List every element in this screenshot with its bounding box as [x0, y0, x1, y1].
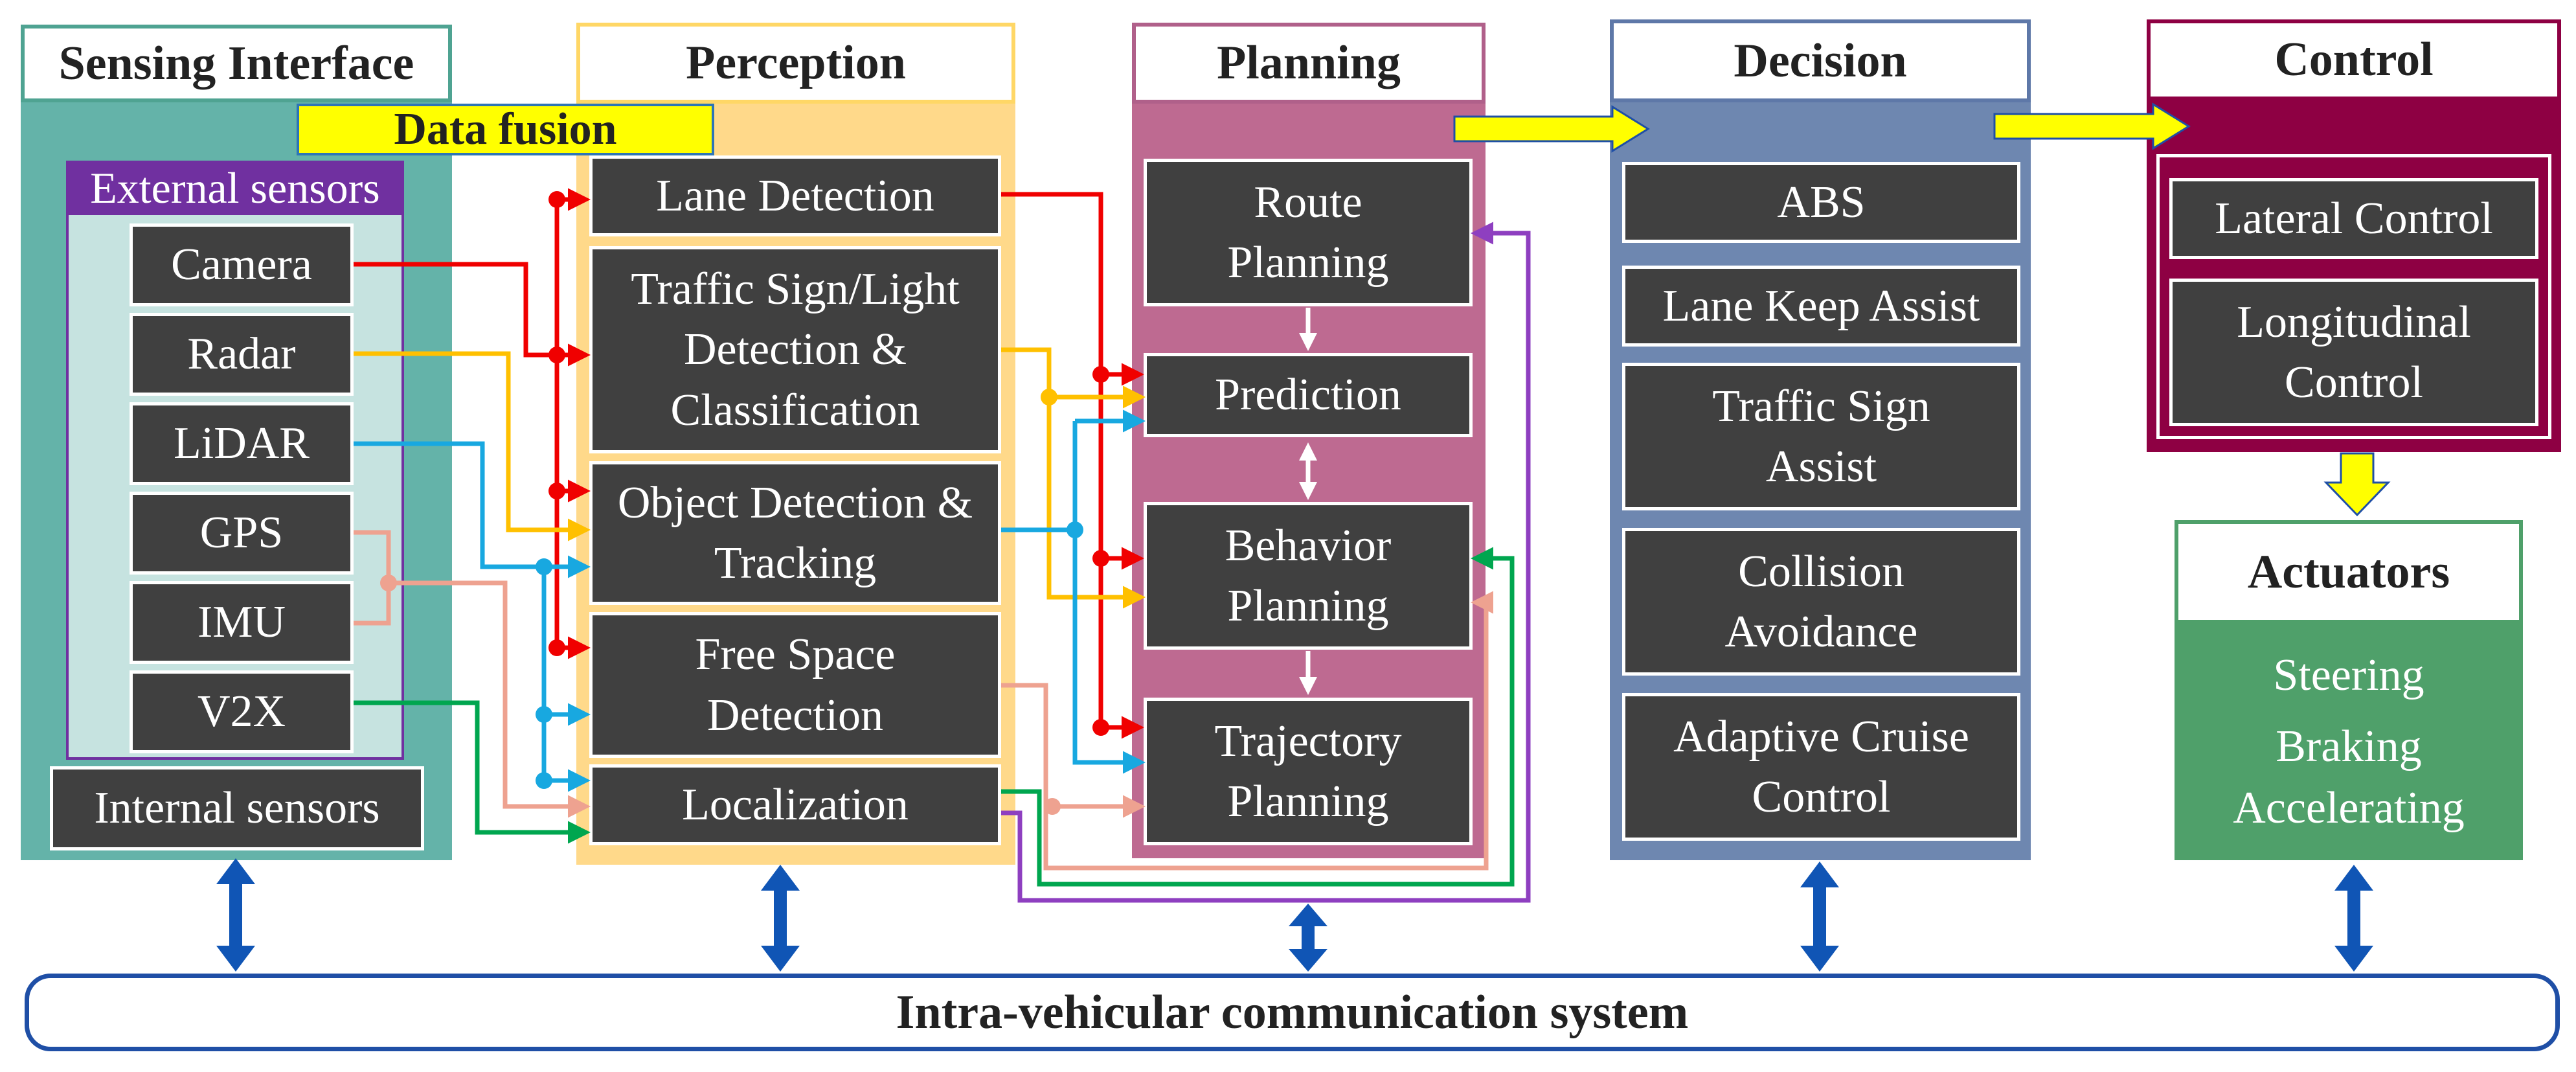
intra-vehicular-bus: Intra-vehicular communication system	[25, 974, 2560, 1051]
lane-keep-assist: Lane Keep Assist	[1622, 266, 2020, 347]
object-detection-tracking: Object Detection & Tracking	[589, 461, 1001, 605]
sensing-title: Sensing Interface	[21, 25, 452, 102]
lane-detection: Lane Detection	[589, 155, 1001, 236]
internal-sensors: Internal sensors	[50, 766, 424, 850]
bus-arrows	[216, 858, 2373, 972]
bus-arrow-perception	[761, 865, 800, 972]
prediction: Prediction	[1144, 353, 1473, 437]
arrow-control-to-actuators	[2323, 452, 2391, 517]
route-planning: Route Planning	[1144, 159, 1473, 306]
actuator-accelerating: Accelerating	[2233, 783, 2465, 833]
free-space-detection: Free Space Detection	[589, 612, 1001, 758]
bus-arrow-actuators	[2334, 865, 2373, 972]
control-inner-frame	[2156, 154, 2551, 439]
bus-arrow-decision	[1800, 861, 1839, 972]
wire-yellow-node	[1041, 389, 1057, 405]
external-sensors-title: External sensors	[66, 161, 404, 215]
actuators-title: Actuators	[2175, 520, 2523, 624]
sensor-lidar: LiDAR	[130, 402, 354, 485]
sensor-v2x: V2X	[130, 670, 354, 753]
longitudinal-control: Longitudinal Control	[2169, 279, 2538, 426]
adaptive-cruise-control: Adaptive Cruise Control	[1622, 693, 2020, 841]
sensor-camera: Camera	[130, 223, 354, 306]
actuator-steering: Steering	[2273, 650, 2424, 700]
traffic-sign-light-detection: Traffic Sign/Light Detection & Classific…	[589, 246, 1001, 453]
control-title: Control	[2147, 19, 2561, 100]
collision-avoidance: Collision Avoidance	[1622, 528, 2020, 676]
perception-title: Perception	[576, 23, 1015, 104]
planning-title: Planning	[1132, 23, 1486, 104]
actuator-braking: Braking	[2276, 722, 2422, 771]
trajectory-planning: Trajectory Planning	[1144, 698, 1473, 845]
behavior-planning: Behavior Planning	[1144, 502, 1473, 650]
bus-arrow-sensing	[216, 858, 255, 972]
sensor-imu: IMU	[130, 581, 354, 664]
bus-arrow-planning	[1289, 904, 1328, 972]
abs: ABS	[1622, 162, 2020, 243]
data-fusion-banner: Data fusion	[297, 104, 714, 155]
lateral-control: Lateral Control	[2169, 178, 2538, 259]
sensor-gps: GPS	[130, 492, 354, 575]
traffic-sign-assist: Traffic Sign Assist	[1622, 363, 2020, 510]
sensor-radar: Radar	[130, 313, 354, 396]
localization: Localization	[589, 764, 1001, 845]
decision-title: Decision	[1610, 19, 2031, 102]
